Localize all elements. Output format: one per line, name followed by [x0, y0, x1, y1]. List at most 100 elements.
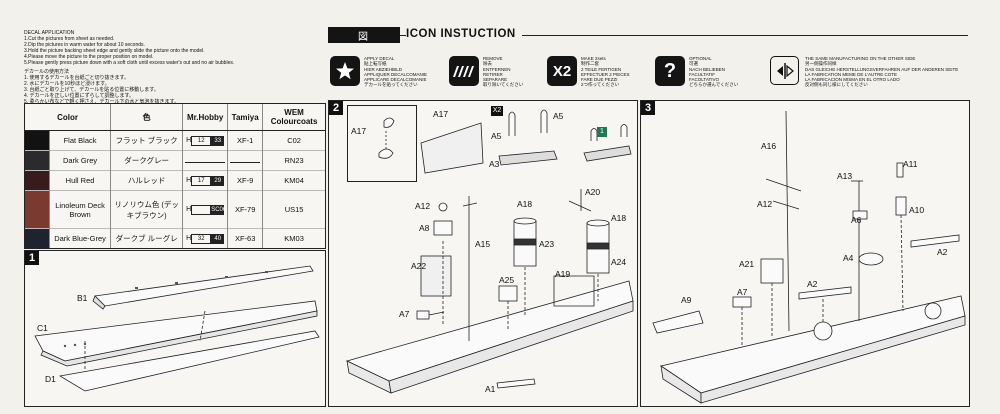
decal-heading: DECAL APPLICATION — [24, 30, 75, 36]
color-swatch — [25, 228, 50, 248]
part-label: A6 — [851, 215, 862, 225]
decal-line: 3.Hold the picture backing sheet edge an… — [24, 48, 205, 54]
mast-assembly-drawing — [652, 110, 966, 404]
hull-assembly-drawing — [34, 265, 320, 392]
part-label: A2 — [937, 247, 948, 257]
header-kanji: 図 — [358, 32, 368, 43]
option-badge: 1 — [597, 127, 607, 137]
part-label: A5 — [553, 111, 564, 121]
color-swatch — [25, 170, 50, 191]
remove-stripes-icon — [449, 56, 479, 86]
x2-badge: X2 — [491, 106, 503, 116]
decal-instructions: DECAL APPLICATION 1.Cut the pictures fro… — [24, 30, 324, 105]
tamiya-code: XF-79 — [227, 189, 263, 229]
step-number: 1 — [25, 251, 39, 265]
part-label: A15 — [475, 239, 491, 249]
star-icon — [330, 56, 360, 86]
col-header-tamiya: Tamiya — [227, 104, 263, 131]
color-name-jp: ダークグレー — [110, 150, 183, 171]
part-label: A4 — [843, 253, 854, 263]
arrow-flip-icon — [770, 56, 799, 85]
question-icon: ? — [655, 56, 685, 86]
part-label: A24 — [611, 257, 627, 267]
part-label: A5 — [491, 131, 502, 141]
color-name: Linoleum Deck Brown — [48, 189, 111, 229]
part-label: A9 — [681, 295, 692, 305]
color-name: Dark Blue-Grey — [48, 228, 111, 248]
mrhobby-code — [182, 150, 228, 171]
tamiya-code: XF-63 — [227, 228, 263, 248]
part-label: A10 — [909, 205, 925, 215]
part-label: A3 — [489, 159, 500, 169]
header-title: ICON INSTUCTION — [406, 28, 522, 40]
part-label: A12 — [415, 201, 431, 211]
col-header-mrhobby: Mr.Hobby — [182, 104, 228, 131]
part-label: A16 — [761, 141, 777, 151]
part-label: A17 — [433, 109, 449, 119]
color-name: Flat Black — [48, 130, 111, 151]
color-reference-table: Color 色 Mr.Hobby Tamiya WEM Colourcoats … — [24, 103, 326, 249]
color-swatch — [25, 150, 50, 171]
decal-line: 4.Please move the picture to the proper … — [24, 54, 154, 60]
tamiya-code: XF-9 — [227, 170, 263, 191]
part-label: A2 — [807, 279, 818, 289]
color-name-jp: ハルレッド — [110, 170, 183, 191]
decal-jp-line: 1. 使用するデカールを台紙ごと切り抜きます。 — [24, 75, 130, 81]
decal-jp-line: 2. 水にデカールを10秒ほど浸けます。 — [24, 81, 110, 87]
part-label: A13 — [837, 171, 853, 181]
part-label: D1 — [45, 374, 56, 384]
color-swatch — [25, 130, 50, 151]
step-3-panel: 3 — [640, 100, 970, 407]
color-name: Hull Red — [48, 170, 111, 191]
part-label: A21 — [739, 259, 755, 269]
part-label: A7 — [399, 309, 410, 319]
superstructure-assembly-drawing — [345, 109, 634, 394]
decal-line: 1.Cut the pictures from sheet as needed. — [24, 36, 115, 42]
part-label: A11 — [903, 159, 918, 169]
color-name: Dark Grey — [48, 150, 111, 171]
wem-code: RN23 — [262, 150, 325, 171]
col-header-wem: WEM Colourcoats — [262, 104, 325, 131]
wem-code: KM03 — [262, 228, 325, 248]
decal-jp-line: 4. デカールを正しい位置にずらして調整します。 — [24, 93, 134, 99]
color-swatch — [25, 189, 50, 229]
part-label: A8 — [419, 223, 430, 233]
part-label: C1 — [37, 323, 48, 333]
decal-jp-heading: デカールの使用方法 — [24, 69, 70, 75]
part-label: B1 — [77, 293, 88, 303]
decal-jp-line: 3. 台紙ごと取り上げて、デカールを貼る位置に移動します。 — [24, 87, 159, 93]
col-header-jp: 色 — [110, 104, 183, 131]
step-number: 2 — [329, 101, 343, 115]
wem-code: US15 — [262, 189, 325, 229]
step-1-panel: 1 B1 C1 D1 — [24, 250, 326, 407]
icon-instruction-header: 図 ICON INSTUCTION — [328, 27, 968, 45]
step-2-panel: 2 — [328, 100, 638, 407]
part-label: A17 — [351, 126, 367, 136]
part-label: A1 — [485, 384, 496, 394]
step-number: 3 — [641, 101, 655, 115]
x2-icon: X2 — [547, 56, 577, 86]
part-label: A12 — [757, 199, 773, 209]
color-name-jp: リノリウム色 (デッキブラウン) — [110, 189, 183, 229]
wem-code: KM04 — [262, 170, 325, 191]
part-label: A19 — [555, 269, 571, 279]
decal-line: 2.Dip the pictures in warm water for abo… — [24, 42, 145, 48]
part-label: A7 — [737, 287, 748, 297]
wem-code: C02 — [262, 130, 325, 151]
col-header-color: Color — [25, 104, 111, 131]
decal-jp-line: 5. 柔らかい布などで軽く押さえ、デカール下の水と気泡を抜きます。 — [24, 99, 179, 105]
part-label: A20 — [585, 187, 601, 197]
part-label: A18 — [517, 199, 533, 209]
